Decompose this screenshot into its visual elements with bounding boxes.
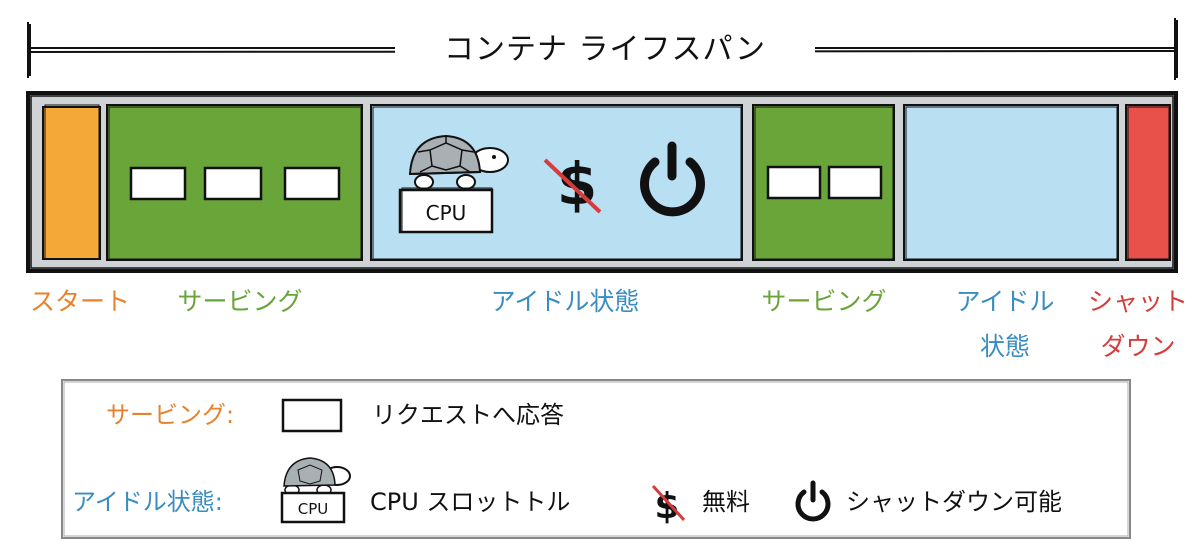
legend-free-desc: 無料	[702, 488, 750, 516]
stage-label-idle-1: アイドル状態	[490, 287, 640, 316]
legend-power-icon	[795, 480, 831, 522]
legend-turtle-cpu-label: CPU	[298, 500, 329, 518]
legend-request-box-icon	[281, 398, 343, 433]
stage-label-idle-2-line2: 状態	[979, 332, 1030, 361]
legend-no-dollar-icon: $	[651, 484, 686, 527]
legend-turtle-icon	[280, 457, 351, 524]
no-dollar-icon: $	[543, 150, 602, 218]
stage-label-start: スタート	[29, 287, 130, 316]
stage-label-shutdown-line2: ダウン	[1100, 332, 1176, 361]
turtle-icon	[398, 134, 509, 234]
request-box-icon	[766, 165, 883, 200]
stage-idle-2-block	[903, 104, 1119, 261]
stage-label-serving-1: サービング	[177, 287, 303, 316]
legend-shutdown-desc: シャットダウン可能	[846, 488, 1062, 516]
legend-throttle-desc: CPU スロットトル	[370, 488, 571, 516]
svg-text:$: $	[557, 150, 597, 218]
diagram-title: コンテナ ライフスパン	[395, 30, 815, 70]
legend-frame	[61, 379, 1131, 539]
stage-idle-1-block	[370, 104, 743, 261]
legend-serving-key: サービング:	[106, 401, 235, 429]
stage-shutdown-block	[1125, 104, 1171, 261]
power-icon	[640, 141, 705, 217]
stage-label-idle-2-line1: アイドル	[955, 287, 1055, 316]
legend-serving-desc: リクエストへ応答	[372, 401, 564, 429]
turtle-cpu-label: CPU	[426, 201, 467, 225]
legend-idle-key: アイドル状態:	[72, 488, 223, 516]
stage-start-block	[42, 104, 101, 260]
stage-label-shutdown-line1: シャット	[1087, 287, 1188, 316]
stage-label-serving-2: サービング	[761, 287, 887, 316]
request-box-icon	[129, 166, 341, 201]
